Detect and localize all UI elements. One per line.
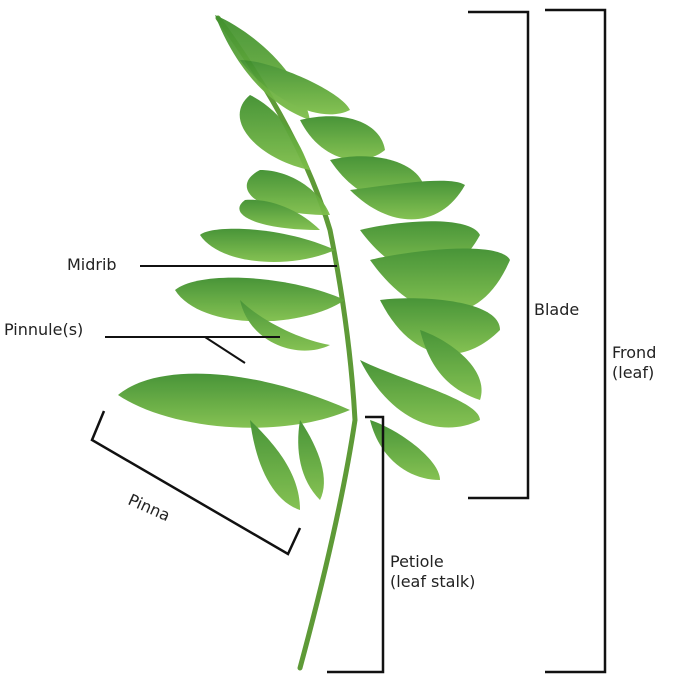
petiole-label: Petiole (leaf stalk) bbox=[390, 552, 475, 592]
pinna-bracket bbox=[92, 411, 300, 554]
pinnule-pointer bbox=[105, 337, 245, 363]
frond-bracket bbox=[545, 10, 605, 672]
petiole-label-line2: (leaf stalk) bbox=[390, 572, 475, 592]
petiole-label-line1: Petiole bbox=[390, 552, 475, 572]
frond-label-line1: Frond bbox=[612, 343, 656, 363]
blade-label: Blade bbox=[534, 300, 579, 320]
frond-blade-shape bbox=[118, 15, 510, 510]
petiole-bracket bbox=[327, 417, 383, 672]
frond-label: Frond (leaf) bbox=[612, 343, 656, 383]
midrib-label: Midrib bbox=[67, 255, 117, 275]
pinnule-label: Pinnule(s) bbox=[4, 320, 83, 340]
frond-label-line2: (leaf) bbox=[612, 363, 656, 383]
